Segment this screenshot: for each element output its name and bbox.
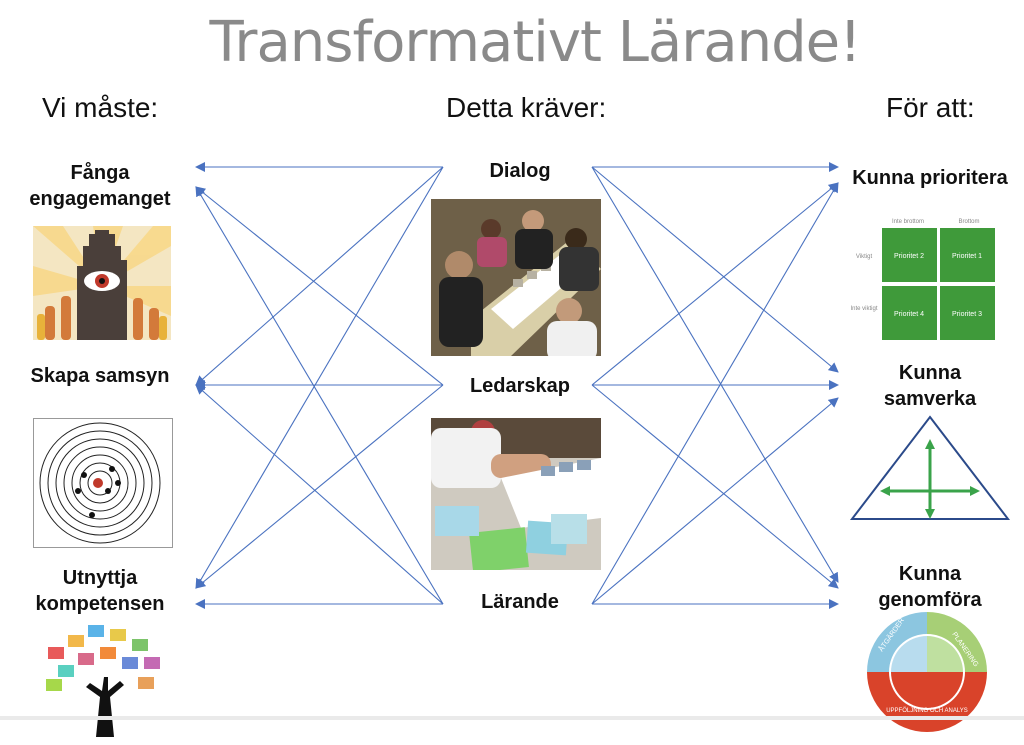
arrow-dialog-left-3 [195, 166, 444, 589]
arrow-ledarskap-left-3 [195, 384, 444, 589]
matrix-row-top: Viktigt [856, 254, 873, 260]
right-item-2: Kunna samverka [883, 362, 977, 410]
arrow-larande-right-1 [591, 182, 839, 605]
page-title: Transformativt Lärande! [209, 10, 861, 75]
matrix-cell-label-3: Prioritet 4 [894, 311, 924, 318]
samverka-triangle [848, 413, 1012, 523]
arrow-dialog-right-2 [591, 166, 839, 373]
ledarskap-photo [431, 418, 601, 570]
matrix-cell-label-2: Prioritet 1 [952, 253, 982, 260]
cycle-diagram: ÅTGÄRDER PLANERING UPPFÖLJNING OCH ANALY… [860, 606, 994, 734]
arrow-larande-right-2 [591, 397, 839, 605]
cycle-label-uppfoljning: UPPFÖLJNING OCH ANALYS [886, 707, 968, 714]
target-circles-illustration [33, 418, 173, 548]
middle-item-dialog: Dialog [489, 160, 551, 182]
matrix-col-left: Inte brottom [892, 219, 924, 225]
middle-item-ledarskap: Ledarskap [469, 375, 571, 397]
left-item-1: Fånga engagemanget [29, 162, 171, 210]
column-header-left: Vi måste: [42, 92, 159, 123]
right-item-3: Kunna genomföra [878, 563, 982, 611]
arrow-dialog-right-3 [591, 166, 839, 583]
matrix-col-right: Brottom [958, 219, 979, 225]
matrix-cell-3 [882, 286, 937, 340]
matrix-row-bottom: Inte viktigt [850, 306, 877, 312]
footer-divider [0, 716, 1024, 720]
left-item-3: Utnyttja kompetensen [35, 567, 165, 615]
left-item-2: Skapa samsyn [30, 365, 170, 387]
hands-eye-illustration [33, 226, 171, 340]
matrix-cell-1 [882, 228, 937, 282]
arrow-ledarskap-left-1 [195, 186, 444, 386]
column-header-middle: Detta kräver: [446, 92, 607, 123]
priority-matrix: Inte brottom Brottom Viktigt Inte viktig… [846, 214, 996, 342]
arrow-dialog-left-2 [195, 166, 444, 386]
matrix-cell-label-4: Prioritet 3 [952, 311, 982, 318]
arrow-larande-left-2 [195, 384, 444, 605]
matrix-cell-2 [940, 228, 995, 282]
matrix-cell-4 [940, 286, 995, 340]
middle-item-larande: Lärande [481, 591, 559, 613]
dialog-photo [431, 199, 601, 356]
column-header-right: För att: [886, 92, 975, 123]
right-item-1: Kunna prioritera [852, 167, 1008, 189]
matrix-cell-label-1: Prioritet 2 [894, 253, 924, 260]
arrow-ledarskap-right-1 [591, 182, 839, 386]
arrow-ledarskap-right-3 [591, 384, 839, 589]
arrow-larande-left-1 [195, 186, 444, 605]
